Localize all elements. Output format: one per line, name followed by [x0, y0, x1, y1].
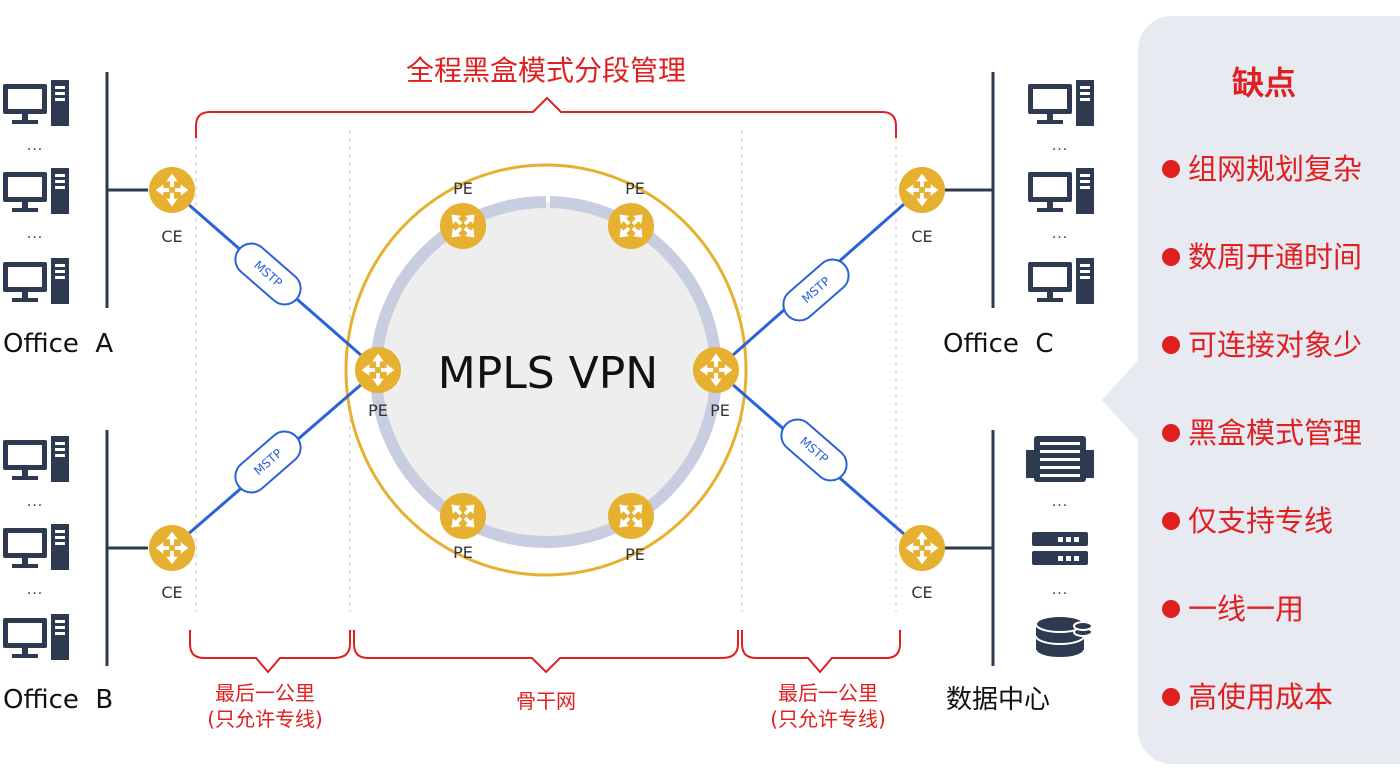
computer-icon: [3, 436, 69, 482]
computer-icon: [3, 614, 69, 660]
list-item: 仅支持专线: [1162, 500, 1362, 588]
last-mile-right-note: (只允许专线): [770, 707, 886, 731]
panel-title: 缺点: [1231, 64, 1296, 102]
site-bars: [105, 72, 995, 666]
ellipsis-mark: ...: [1052, 494, 1068, 510]
mstp-capsule: MSTP: [234, 430, 302, 494]
pe-label: PE: [710, 401, 730, 420]
ce-router-icon: [898, 166, 946, 214]
backbone-arc-upper: [370, 196, 547, 373]
pe-label: PE: [368, 401, 388, 420]
bullet-dot: [1162, 160, 1180, 178]
ellipsis-mark: ...: [27, 494, 43, 510]
backbone-arc-left: [370, 371, 547, 548]
pe-label: PE: [625, 179, 645, 198]
site-label-office-a: Office A: [3, 329, 113, 359]
backbone-core: [378, 202, 714, 538]
pe-router-icon: [607, 202, 655, 250]
ellipsis-mark: ...: [1052, 226, 1068, 242]
bullet-dot: [1162, 424, 1180, 442]
ce-router-icon: [148, 166, 196, 214]
ellipsis-mark: ...: [27, 226, 43, 242]
ce-label: CE: [911, 583, 932, 602]
backbone-arc-lower: [545, 371, 722, 548]
computer-icon: [3, 168, 69, 214]
bullet-dot: [1162, 688, 1180, 706]
ce-router-icon: [148, 524, 196, 572]
list-item: 数周开通时间: [1162, 236, 1362, 324]
bullet-dot: [1162, 248, 1180, 266]
drawback-text: 仅支持专线: [1188, 504, 1334, 538]
drawback-text: 可连接对象少: [1188, 328, 1363, 362]
pe-router-icon: [607, 492, 655, 540]
drawback-text: 一线一用: [1188, 592, 1305, 626]
pe-router-icon: [354, 346, 402, 394]
computer-icon: [3, 258, 69, 304]
pe-router-icon: [439, 492, 487, 540]
ellipsis-mark: ...: [1052, 138, 1068, 154]
last-mile-left-note: (只允许专线): [207, 707, 323, 731]
ce-router-icon: [898, 524, 946, 572]
computer-icon: [1028, 258, 1094, 304]
drawback-text: 高使用成本: [1188, 680, 1334, 714]
last-mile-left-label: 最后一公里: [215, 681, 315, 705]
top-bracket: [195, 96, 897, 138]
network-diagram: 全程黑盒模式分段管理 最后一公里 (只允许专线) 骨干网 最后一公里 (只允许专…: [3, 54, 1094, 731]
mstp-capsule: MSTP: [234, 242, 302, 306]
ellipsis-mark: ...: [27, 138, 43, 154]
top-bracket-label: 全程黑盒模式分段管理: [406, 54, 686, 87]
pe-label: PE: [453, 179, 473, 198]
bullet-dot: [1162, 512, 1180, 530]
pe-label: PE: [625, 545, 645, 564]
drawbacks-list: 组网规划复杂 数周开通时间 可连接对象少 黑盒模式管理 仅支持专线 一线一用 高…: [1162, 148, 1362, 764]
backbone-label: 骨干网: [516, 689, 576, 713]
ellipsis-mark: ...: [27, 582, 43, 598]
site-label-office-c: Office C: [943, 329, 1054, 359]
computer-icon: [1028, 80, 1094, 126]
drawback-text: 黑盒模式管理: [1188, 416, 1363, 450]
bracket-last-mile-left: [189, 630, 351, 674]
list-item: 组网规划复杂: [1162, 148, 1362, 236]
computer-icon: [1028, 168, 1094, 214]
mstp-capsule: MSTP: [780, 418, 848, 482]
backbone-arc-right: [549, 196, 722, 373]
mpls-vpn-label: MPLS VPN: [438, 348, 658, 399]
list-item: 一线一用: [1162, 588, 1362, 676]
ce-label: CE: [161, 583, 182, 602]
last-mile-right-label: 最后一公里: [778, 681, 878, 705]
bracket-backbone: [353, 630, 739, 674]
drawback-text: 数周开通时间: [1188, 240, 1363, 274]
storage-server-icon: [1032, 532, 1088, 565]
server-rack-icon: [1026, 436, 1094, 482]
bullet-dot: [1162, 336, 1180, 354]
bullet-dot: [1162, 600, 1180, 618]
list-item: 黑盒模式管理: [1162, 412, 1362, 500]
panel-pointer: [1102, 356, 1142, 444]
site-label-data-center: 数据中心: [946, 685, 1050, 715]
ellipsis-mark: ...: [1052, 582, 1068, 598]
drawbacks-panel: [1138, 16, 1400, 764]
ce-label: CE: [911, 227, 932, 246]
pe-router-icon: [439, 202, 487, 250]
bracket-last-mile-right: [741, 630, 901, 674]
list-item: 高使用成本: [1162, 676, 1362, 764]
pe-router-icon: [692, 346, 740, 394]
ce-label: CE: [161, 227, 182, 246]
computer-icon: [3, 80, 69, 126]
computer-icon: [3, 524, 69, 570]
drawback-text: 组网规划复杂: [1188, 152, 1363, 186]
pe-label: PE: [453, 543, 473, 562]
database-icon: [1035, 615, 1093, 659]
mstp-capsule: MSTP: [782, 258, 850, 322]
list-item: 可连接对象少: [1162, 324, 1362, 412]
site-label-office-b: Office B: [3, 685, 113, 715]
